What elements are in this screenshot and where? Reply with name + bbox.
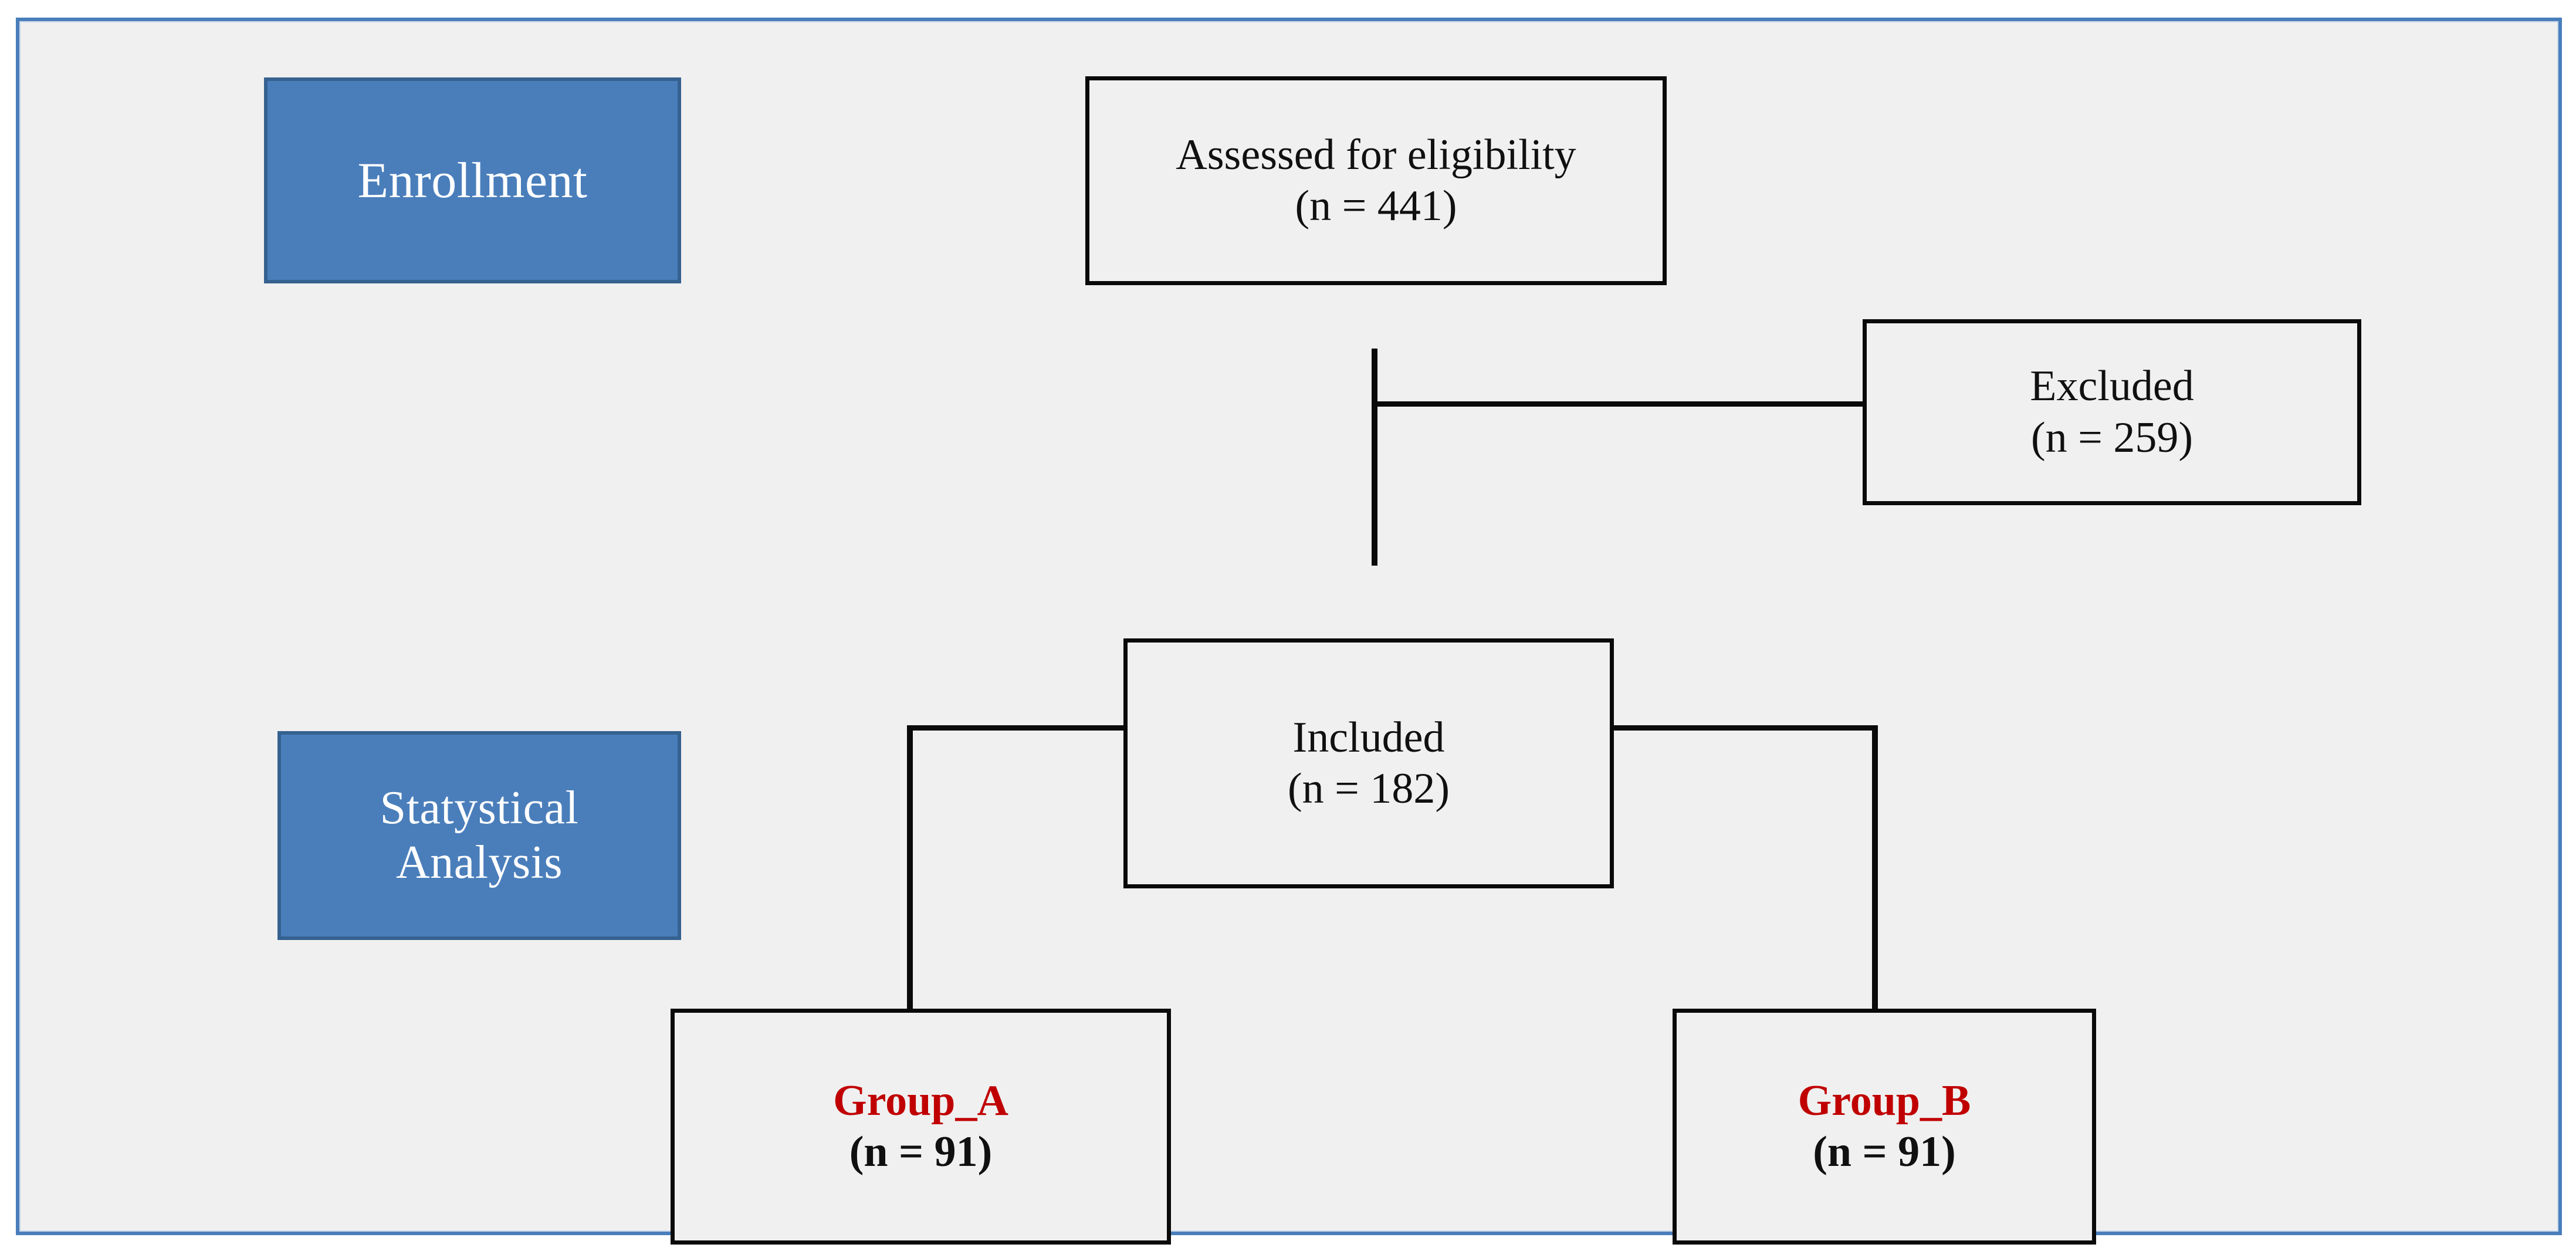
connector-assessed-to-included bbox=[1372, 349, 1377, 566]
node-excluded: Excluded (n = 259) bbox=[1863, 319, 2361, 505]
diagram-frame: Enrollment Statystical Analysis Assessed… bbox=[16, 18, 2562, 1245]
node-group-a: Group_A (n = 91) bbox=[671, 1009, 1171, 1245]
connector-included-to-group-b-horizontal bbox=[1614, 725, 1878, 731]
node-assessed-count: (n = 441) bbox=[1295, 182, 1457, 230]
node-included: Included (n = 182) bbox=[1123, 638, 1614, 888]
connector-included-to-group-a-vertical bbox=[907, 725, 913, 1012]
node-included-count: (n = 182) bbox=[1287, 765, 1450, 813]
connector-included-to-group-b-vertical bbox=[1872, 725, 1878, 1012]
node-group-a-label: Group_A bbox=[833, 1076, 1008, 1125]
node-assessed-label: Assessed for eligibility bbox=[1176, 130, 1576, 179]
node-group-b-count: (n = 91) bbox=[1813, 1128, 1956, 1176]
node-group-b-label: Group_B bbox=[1798, 1076, 1971, 1125]
node-group-a-count: (n = 91) bbox=[849, 1128, 993, 1176]
stage-label-statystical-analysis: Statystical Analysis bbox=[277, 731, 681, 940]
stage-label-enrollment-text: Enrollment bbox=[357, 151, 588, 208]
node-excluded-label: Excluded bbox=[2030, 362, 2194, 411]
stage-label-enrollment: Enrollment bbox=[264, 77, 681, 283]
node-assessed-for-eligibility: Assessed for eligibility (n = 441) bbox=[1085, 76, 1667, 285]
stage-label-analysis-line2: Analysis bbox=[396, 837, 563, 888]
node-group-b: Group_B (n = 91) bbox=[1673, 1009, 2096, 1245]
connector-trunk-to-excluded bbox=[1376, 401, 1864, 407]
stage-label-analysis-line1: Statystical bbox=[380, 782, 579, 834]
node-excluded-count: (n = 259) bbox=[2030, 413, 2194, 462]
connector-included-to-group-a-horizontal bbox=[907, 725, 1128, 731]
node-included-label: Included bbox=[1292, 713, 1445, 762]
